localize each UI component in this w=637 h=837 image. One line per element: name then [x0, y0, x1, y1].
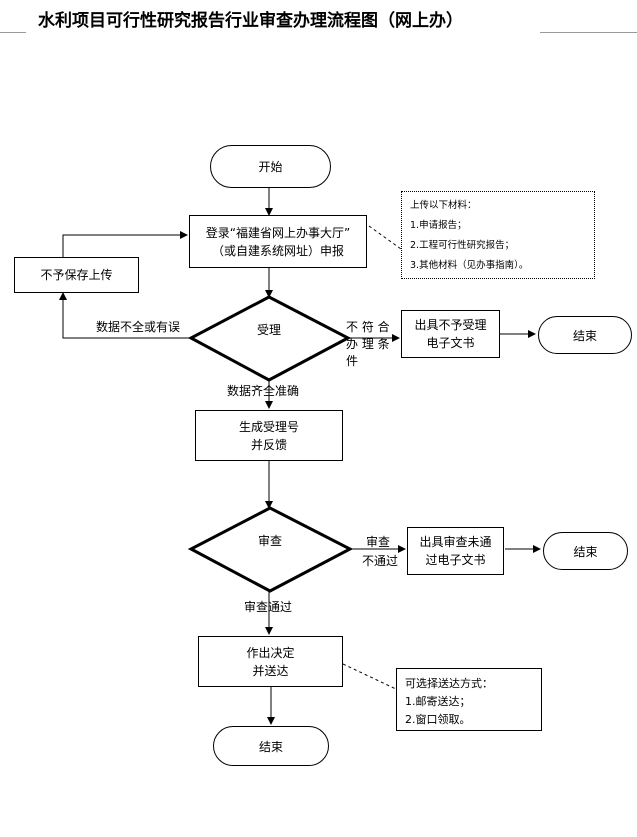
materials-item-3: 3.其他材料（见办事指南）。: [410, 260, 529, 271]
end2-label: 结束: [573, 544, 598, 559]
fail-doc-line1: 出具审查未通: [419, 535, 492, 549]
end-node-2: 结束: [543, 532, 628, 570]
end3-label: 结束: [258, 739, 283, 754]
materials-note: 上传以下材料： 1.申请报告； 2.工程可行性研究报告； 3.其他材料（见办事指…: [401, 191, 595, 279]
submit-line1: 登录“福建省网上办事大厅”: [205, 225, 351, 240]
gen-number-box: 生成受理号 并反馈: [195, 410, 343, 461]
not-saved-label: 不予保存上传: [40, 268, 113, 282]
materials-heading: 上传以下材料：: [410, 200, 477, 211]
complete-label: 数据齐全准确: [227, 384, 300, 398]
submit-line2: （或自建系统网址）申报: [211, 243, 344, 258]
not-meet-line3: 件: [346, 354, 359, 368]
callout-delivery: [342, 663, 399, 691]
not-saved-box: 不予保存上传: [14, 257, 139, 293]
review-label: 审查: [257, 534, 282, 548]
edge-accept-notsaved: [59, 292, 191, 339]
start-label: 开始: [258, 160, 283, 174]
title-rule-right: [540, 32, 637, 33]
delivery-item-1: 1.邮寄送达；: [405, 695, 471, 708]
review-diamond: [187, 506, 354, 593]
incomplete-label: 数据不全或有误: [96, 320, 181, 334]
reject-doc-line1: 出具不予受理: [414, 318, 487, 332]
delivery-heading: 可选择送达方式：: [405, 677, 493, 690]
fail-doc-line2: 过电子文书: [425, 553, 486, 567]
edge-notsaved-submit: [62, 231, 188, 257]
gen-number-line2: 并反馈: [250, 437, 287, 452]
delivery-note: 可选择送达方式： 1.邮寄送达； 2.窗口领取。: [396, 668, 542, 731]
review-fail-line2: 不通过: [362, 554, 399, 568]
decide-box: 作出决定 并送达: [198, 636, 343, 687]
not-meet-line2: 办 理 条: [346, 337, 390, 351]
page-title: 水利项目可行性研究报告行业审查办理流程图（网上办）: [38, 11, 463, 31]
accept-diamond: [187, 295, 352, 382]
decide-line2: 并送达: [252, 663, 289, 678]
title-rule-left: [0, 32, 26, 33]
review-pass-label: 审查通过: [244, 600, 293, 614]
fail-doc-box: 出具审查未通 过电子文书: [407, 527, 504, 575]
gen-number-line1: 生成受理号: [238, 419, 299, 434]
callout-materials: [368, 225, 402, 250]
start-node: 开始: [210, 145, 331, 188]
reject-doc-box: 出具不予受理 电子文书: [401, 310, 500, 358]
end-node-1: 结束: [538, 316, 632, 354]
end1-label: 结束: [572, 328, 597, 343]
decide-line1: 作出决定: [246, 645, 295, 660]
materials-item-1: 1.申请报告；: [410, 220, 467, 231]
end-node-3: 结束: [213, 726, 329, 766]
accept-label: 受理: [256, 323, 281, 337]
materials-item-2: 2.工程可行性研究报告；: [410, 240, 515, 251]
reject-doc-line2: 电子文书: [426, 336, 475, 350]
delivery-item-2: 2.窗口领取。: [405, 713, 471, 726]
review-fail-line1: 审查: [366, 535, 391, 549]
not-meet-line1: 不 符 合: [346, 320, 390, 334]
submit-box: 登录“福建省网上办事大厅” （或自建系统网址）申报: [189, 215, 367, 268]
